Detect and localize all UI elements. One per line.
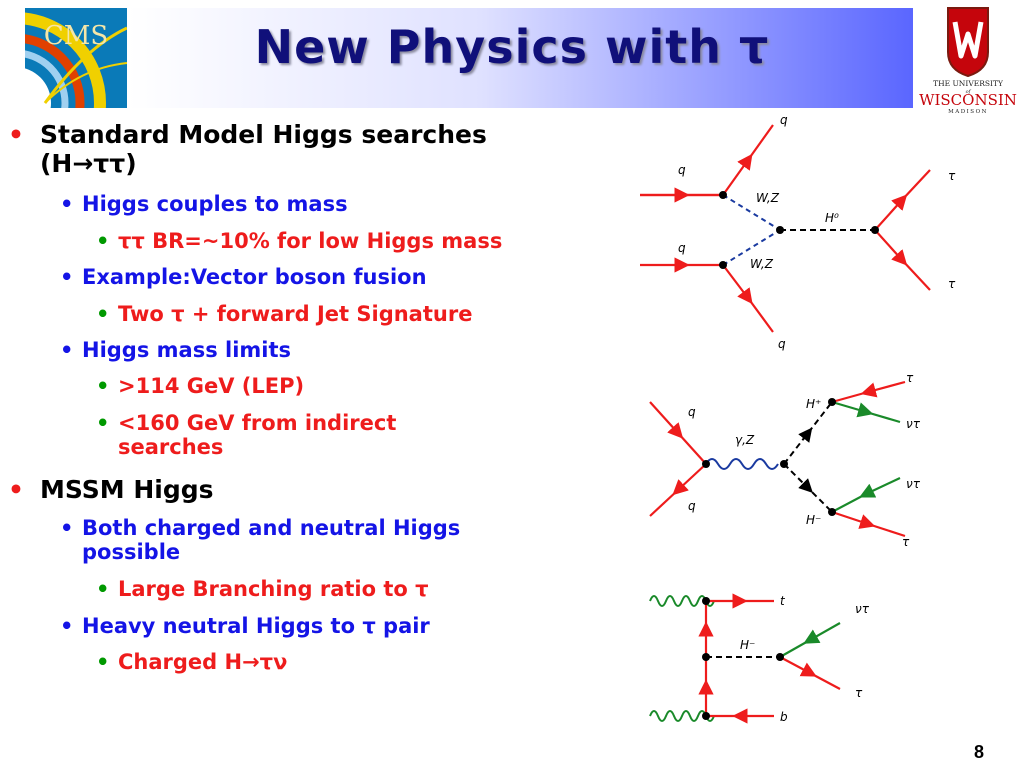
svg-text:τ: τ: [902, 535, 910, 549]
svg-text:q: q: [778, 337, 786, 351]
bullet-heavy-neutral: •Heavy neutral Higgs to τ pair: [60, 614, 430, 638]
svg-text:CMS: CMS: [44, 21, 108, 51]
svg-text:W,Z: W,Z: [750, 257, 774, 271]
bullet-lep-limit: •>114 GeV (LEP): [96, 374, 305, 398]
slide-title: New Physics with τ: [254, 20, 770, 74]
svg-text:τ: τ: [906, 371, 914, 385]
bullet-couples-mass: •Higgs couples to mass: [60, 192, 348, 216]
svg-text:τ: τ: [855, 686, 863, 700]
bullet-mass-limits: •Higgs mass limits: [60, 338, 292, 362]
bullet-two-tau: •Two τ + forward Jet Signature: [96, 302, 473, 326]
cms-logo: CMS: [25, 8, 127, 108]
svg-text:ντ: ντ: [855, 602, 870, 616]
svg-text:q: q: [780, 113, 788, 127]
svg-text:t: t: [780, 594, 786, 608]
svg-text:W,Z: W,Z: [756, 191, 780, 205]
svg-text:q: q: [678, 163, 686, 177]
svg-text:THE UNIVERSITY: THE UNIVERSITY: [933, 79, 1004, 88]
vbf-feynman-diagram: q q q q W,Z W,Z H⁰ τ τ: [640, 113, 956, 351]
svg-text:τ: τ: [948, 277, 956, 291]
svg-text:q: q: [688, 405, 696, 419]
slide-number: 8: [973, 742, 984, 762]
svg-text:H⁺: H⁺: [806, 397, 821, 411]
bullet-tautau-br: •ττ BR=~10% for low Higgs mass: [96, 229, 503, 253]
bullet-mssm: •MSSM Higgs: [8, 475, 214, 504]
svg-text:γ,Z: γ,Z: [735, 433, 755, 447]
svg-text:q: q: [688, 499, 696, 513]
bullet-charged-h: •Charged H→τν: [96, 650, 288, 674]
svg-text:H⁻: H⁻: [740, 638, 755, 652]
svg-text:H⁰: H⁰: [825, 211, 839, 225]
title-banner: [128, 8, 913, 108]
svg-text:ντ: ντ: [906, 477, 921, 491]
svg-text:ντ: ντ: [906, 417, 921, 431]
svg-text:of: of: [966, 89, 972, 95]
svg-text:q: q: [678, 241, 686, 255]
bullet-vbf: •Example:Vector boson fusion: [60, 265, 427, 289]
svg-text:MADISON: MADISON: [948, 109, 988, 115]
university-of-wisconsin-logo: THE UNIVERSITY of WISCONSIN MADISON: [919, 7, 1017, 115]
svg-text:H⁻: H⁻: [806, 513, 821, 527]
bullet-indirect-limit: • <160 GeV from indirect searches: [96, 411, 397, 459]
tb-charged-higgs-diagram: t b H⁻ ντ τ: [649, 593, 870, 724]
bullet-sm-higgs: • Standard Model Higgs searches (H→ττ): [8, 120, 487, 178]
svg-text:WISCONSIN: WISCONSIN: [919, 91, 1017, 109]
bullet-branching-ratio: •Large Branching ratio to τ: [96, 577, 429, 601]
svg-text:b: b: [780, 710, 788, 724]
charged-higgs-pair-diagram: q q γ,Z H⁺ H⁻ τ ντ ντ τ: [649, 371, 921, 549]
svg-text:τ: τ: [948, 169, 956, 183]
bullet-charged-neutral: • Both charged and neutral Higgs possibl…: [60, 516, 461, 564]
